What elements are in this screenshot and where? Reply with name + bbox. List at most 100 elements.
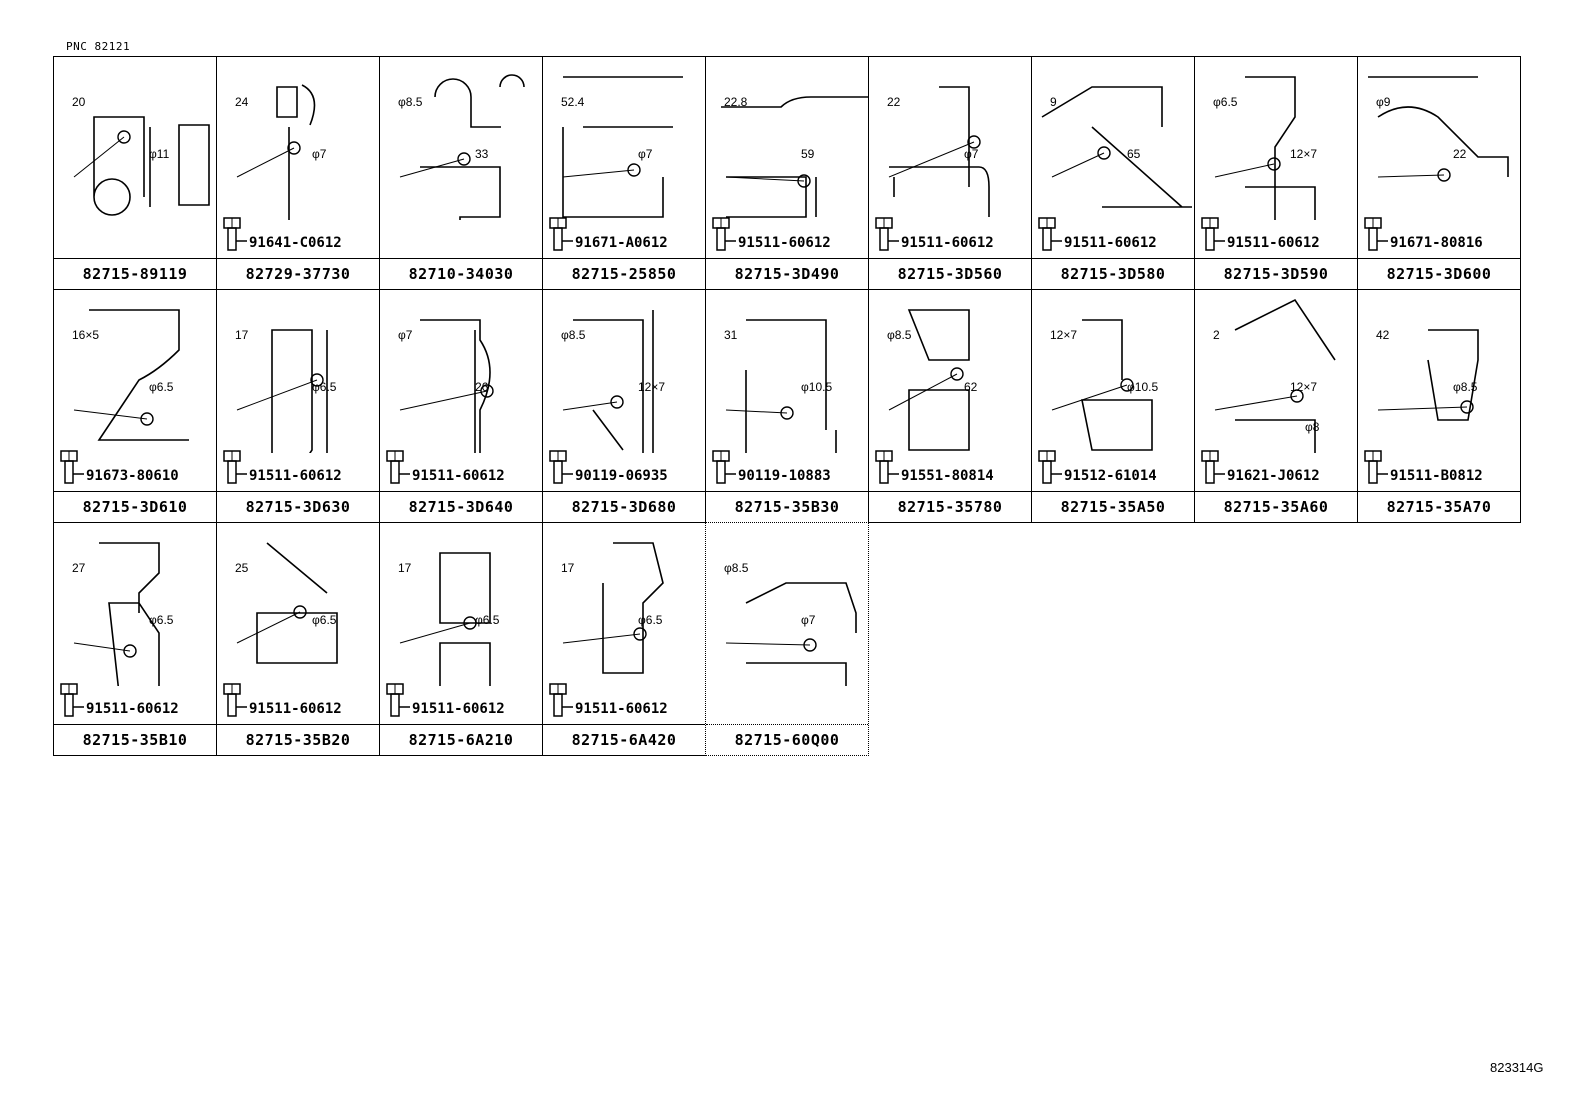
- bolt-part-number: 91511-60612: [738, 235, 831, 251]
- part-number: 82715-6A420: [543, 724, 705, 755]
- bracket-drawing: [236, 542, 338, 664]
- bolt-callout: 91511-60612: [384, 683, 505, 717]
- bracket-drawing: [721, 96, 868, 218]
- bolt-part-number: 90119-06935: [575, 468, 668, 484]
- bolt-part-number: 91511-60612: [412, 468, 505, 484]
- part-number: 82715-89119: [54, 258, 216, 289]
- part-number: 82715-3D490: [706, 258, 868, 289]
- bolt-callout: 91511-60612: [221, 683, 342, 717]
- part-number: 82729-37730: [217, 258, 379, 289]
- part-cell: φ7 26 91511-60612 82715-3D640: [379, 289, 543, 523]
- part-number: 82715-3D610: [54, 491, 216, 522]
- dimension-label: 12×7: [1290, 147, 1318, 161]
- bolt-callout: 90119-06935: [547, 450, 668, 484]
- bolt-icon: [223, 450, 247, 484]
- bolt-part-number: 91511-60612: [1227, 235, 1320, 251]
- bolt-callout: 91641-C0612: [221, 217, 342, 251]
- bracket-drawing: [888, 309, 970, 451]
- bracket-drawing: [236, 84, 316, 220]
- bolt-icon: [875, 217, 899, 251]
- part-number: 82715-35A70: [1358, 491, 1520, 522]
- dimension-label: φ7: [638, 147, 653, 161]
- bracket-drawing: [725, 582, 857, 686]
- bolt-part-number: 91511-60612: [412, 701, 505, 717]
- part-number: 82715-3D680: [543, 491, 705, 522]
- bracket-drawing: [1051, 319, 1153, 451]
- dimension-label: 16×5: [72, 328, 100, 342]
- part-cell: 20 φ11 82715-89119: [53, 56, 217, 290]
- dimension-label: 12×7: [1050, 328, 1078, 342]
- bolt-callout: 91511-60612: [221, 450, 342, 484]
- dimension-label: φ11: [149, 147, 170, 161]
- bolt-callout: 91671-80816: [1362, 217, 1483, 251]
- dimension-label: 42: [1376, 328, 1390, 342]
- dimension-label: 9: [1050, 95, 1057, 109]
- bracket-drawing: [399, 319, 494, 453]
- dimension-label: φ7: [398, 328, 413, 342]
- bolt-callout: 91511-60612: [710, 217, 831, 251]
- bolt-part-number: 91671-80816: [1390, 235, 1483, 251]
- bracket-drawing: [73, 542, 160, 686]
- dimension-label: φ7: [964, 147, 979, 161]
- bolt-callout: 91673-80610: [58, 450, 179, 484]
- bolt-icon: [549, 683, 573, 717]
- dimension-label: φ6.5: [475, 613, 500, 627]
- dimension-label: φ8: [1305, 420, 1320, 434]
- dimension-label: φ6.5: [149, 613, 174, 627]
- bolt-callout: 91511-B0812: [1362, 450, 1483, 484]
- bracket-drawing: [73, 309, 189, 441]
- dimension-label: φ7: [801, 613, 816, 627]
- bracket-drawing: [399, 552, 491, 686]
- dimension-label: φ8.5: [724, 561, 749, 575]
- part-cell: φ8.5 12×7 90119-06935 82715-3D680: [542, 289, 706, 523]
- part-number: 82715-35B20: [217, 724, 379, 755]
- bolt-callout: 90119-10883: [710, 450, 831, 484]
- bolt-icon: [386, 683, 410, 717]
- dimension-label: 12×7: [1290, 380, 1318, 394]
- part-number: 82715-3D640: [380, 491, 542, 522]
- bracket-drawing: [399, 74, 525, 220]
- bolt-icon: [223, 217, 247, 251]
- bolt-part-number: 91511-60612: [575, 701, 668, 717]
- document-id: 823314G: [1490, 1060, 1544, 1075]
- bolt-callout: 91511-60612: [547, 683, 668, 717]
- bolt-part-number: 91511-60612: [1064, 235, 1157, 251]
- bolt-icon: [1364, 217, 1388, 251]
- dimension-label: φ10.5: [801, 380, 833, 394]
- bracket-drawing: [1041, 86, 1192, 208]
- dimension-label: 26: [475, 380, 489, 394]
- dimension-label: φ9: [1376, 95, 1391, 109]
- bolt-callout: 91511-60612: [58, 683, 179, 717]
- part-number: 82715-35A60: [1195, 491, 1357, 522]
- dimension-label: φ8.5: [561, 328, 586, 342]
- dimension-label: 20: [72, 95, 86, 109]
- dimension-label: φ6.5: [1213, 95, 1238, 109]
- part-number: 82715-35B10: [54, 724, 216, 755]
- bolt-callout: 91551-80814: [873, 450, 994, 484]
- dimension-label: 33: [475, 147, 489, 161]
- part-number: 82715-35B30: [706, 491, 868, 522]
- bracket-drawing: [73, 116, 210, 216]
- part-number: 82715-3D630: [217, 491, 379, 522]
- bolt-callout: 91512-61014: [1036, 450, 1157, 484]
- dimension-label: 12×7: [638, 380, 666, 394]
- bolt-icon: [712, 450, 736, 484]
- bolt-part-number: 91511-60612: [249, 701, 342, 717]
- bolt-part-number: 91641-C0612: [249, 235, 342, 251]
- dimension-label: φ8.5: [398, 95, 423, 109]
- dimension-label: φ10.5: [1127, 380, 1159, 394]
- dimension-label: 65: [1127, 147, 1141, 161]
- bolt-callout: 91511-60612: [873, 217, 994, 251]
- bolt-part-number: 91511-60612: [901, 235, 994, 251]
- bolt-icon: [386, 450, 410, 484]
- part-number: 82715-3D560: [869, 258, 1031, 289]
